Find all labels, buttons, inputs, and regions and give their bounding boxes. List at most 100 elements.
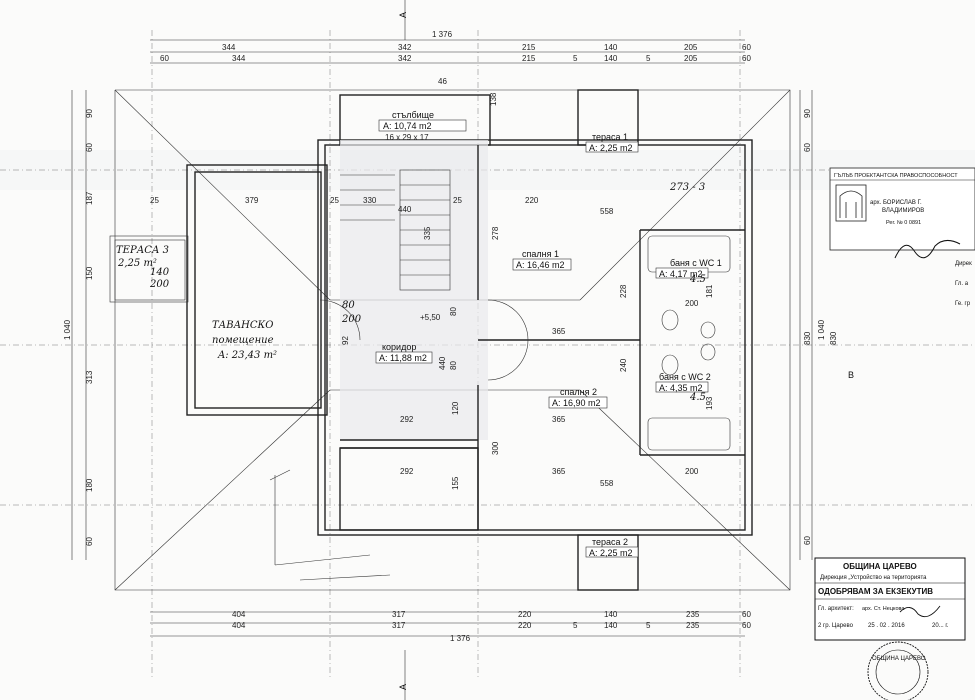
dim-inner-365c: 365	[552, 467, 566, 476]
room-bath1: баня с WC 1 A: 4,17 m2	[655, 258, 722, 279]
dim-inner-80b: 80	[449, 307, 458, 316]
dim-inner-290: 440	[398, 205, 412, 214]
sig-side1: Дирек	[955, 261, 972, 267]
attic-area: A: 23,43 m²	[217, 350, 277, 361]
room-bath2: баня с WC 2 A: 4,35 m2	[655, 372, 711, 393]
dim-bottom2-5: 140	[604, 621, 618, 630]
dim-top2-2: 344	[232, 54, 246, 63]
dim-top2-9: 60	[742, 54, 751, 63]
sig-side3: Ге. гр	[955, 301, 971, 307]
terrace3-name: ТЕРАСА 3	[116, 245, 169, 256]
dim-inner-292b: 292	[400, 467, 414, 476]
dim-bottom2-3: 220	[518, 621, 532, 630]
dim-top-total: 1 376	[432, 30, 453, 39]
room-bedroom1-name: спалня 1	[522, 249, 559, 259]
dim-bottom-4: 140	[604, 610, 618, 619]
dim-top2-6: 140	[604, 54, 618, 63]
building-walls	[114, 89, 753, 591]
dim-inner-92: 240	[619, 358, 628, 372]
stair-flight	[340, 169, 451, 291]
attic-line2: помещение	[212, 335, 274, 346]
dim-inner-558b: 558	[600, 479, 614, 488]
stamp-title: ОБЩИНА ЦАРЕВО	[843, 562, 917, 571]
dim-left-1: 90	[85, 109, 94, 118]
dim-bottom-1: 404	[232, 610, 246, 619]
room-terrace2: тераса 2 A: 2,25 m2	[585, 537, 639, 558]
room-stair-name: стълбище	[392, 110, 434, 120]
sig-header: ГЪЛЪБ ПРОЕКТАНТСКА ПРАВОСПОСОБНОСТ	[834, 173, 958, 179]
room-corridor-name: коридор	[382, 342, 416, 352]
stair-step-spec: 16 x 29 x 17	[385, 133, 429, 142]
stamp-year-suffix: 20... г.	[932, 623, 949, 629]
dim-inner-292a: 292	[400, 415, 414, 424]
room-terrace1: тераса 1 A: 2,25 m2	[585, 132, 639, 153]
dim-inner-46: 46	[438, 77, 447, 86]
dim-top-2: 342	[398, 43, 412, 52]
dim-bottom-total: 1 376	[450, 634, 471, 643]
door-d1: 80	[342, 300, 355, 311]
room-terrace2-area: A: 2,25 m2	[589, 548, 633, 558]
dim-inner-70: 228	[619, 284, 628, 298]
round-seal-text: ОБЩИНА ЦАРЕВО	[872, 656, 926, 662]
dim-bottom-3: 220	[518, 610, 532, 619]
room-corridor: коридор A: 11,88 m2 +5,50	[375, 313, 441, 364]
note-low: 4.5	[689, 392, 706, 403]
room-bedroom1: спалня 1 A: 16,46 m2	[512, 249, 572, 271]
dim-left-6: 180	[85, 478, 94, 492]
inner-dimensions: 379 25 25 330 25 220 558 365 365 365 558…	[150, 77, 714, 490]
dim-inner-330: 330	[363, 196, 377, 205]
dim-left-3: 187	[85, 191, 94, 205]
dim-inner-256: 335	[423, 226, 432, 240]
level-mark: +5,50	[420, 313, 441, 322]
room-bath2-area: A: 4,35 m2	[659, 383, 703, 393]
room-bedroom2: спалня 2 A: 16,90 m2	[548, 387, 608, 409]
dim-inner-440: 92	[341, 336, 350, 345]
dim-inner-138: 138	[489, 92, 498, 106]
stamp-architect-label: Гл. архитект:	[818, 606, 854, 612]
note-mid: 4.5	[689, 274, 706, 285]
room-bath1-name: баня с WC 1	[670, 258, 722, 268]
dim-inner-365a: 365	[552, 327, 566, 336]
left-dimensions: 1 040 90 60 187 150 313 180 60	[63, 90, 94, 560]
dim-bottom-5: 235	[686, 610, 700, 619]
dim-top-1: 344	[222, 43, 236, 52]
bottom-dimensions: 404 317 220 140 235 60 404 317 220 5 140…	[150, 610, 751, 643]
dim-left-total: 1 040	[63, 319, 72, 340]
dim-bottom-6: 60	[742, 610, 751, 619]
dim-top-3: 215	[522, 43, 536, 52]
dim-bottom-2: 317	[392, 610, 406, 619]
dim-top2-5: 5	[573, 54, 578, 63]
dim-inner-25c: 25	[453, 196, 462, 205]
section-mark-top: A	[398, 12, 408, 18]
dim-left-4: 150	[85, 266, 94, 280]
dim-inner-155: 155	[451, 476, 460, 490]
stamp-approve: ОДОБРЯВАМ ЗА ЕКЗЕКУТИВ	[818, 587, 933, 596]
dim-right-4: 60	[803, 536, 812, 545]
stamp-date: 25 . 02 . 2016	[868, 623, 905, 629]
dim-left-7: 60	[85, 537, 94, 546]
dim-bottom2-6: 5	[646, 621, 651, 630]
room-bath1-area: A: 4,17 m2	[659, 269, 703, 279]
terrace3-area: 2,25 m²	[117, 258, 157, 269]
sig-line2: ВЛАДИМИРОВ	[882, 208, 924, 214]
dim-inner-558a: 558	[600, 207, 614, 216]
dim-bottom2-4: 5	[573, 621, 578, 630]
dim-inner-25b: 25	[330, 196, 339, 205]
dim-right-2: 60	[803, 143, 812, 152]
dim-top2-3: 342	[398, 54, 412, 63]
terrace3-d2: 200	[149, 279, 170, 290]
dim-inner-379: 379	[245, 196, 259, 205]
door-d2: 200	[341, 314, 362, 325]
dim-inner-120: 120	[451, 401, 460, 415]
handwritten-notes: ТЕРАСА 3 2,25 m² 140 200 ТАВАНСКО помеще…	[109, 182, 706, 581]
terrace3-d1: 140	[150, 267, 170, 278]
dim-inner-365b: 365	[552, 415, 566, 424]
section-mark-bottom: A	[398, 684, 408, 690]
room-stair-area: A: 10,74 m2	[383, 121, 432, 131]
sig-reg: Рег. № 0 0891	[886, 220, 921, 226]
top-dimensions: 1 376 344 342 215 140 205 60 60 344 342 …	[150, 30, 751, 64]
section-mark-right: B	[848, 370, 854, 380]
room-bath2-name: баня с WC 2	[659, 372, 711, 382]
stamp-directorate: Дирекция „Устройство на територията	[820, 574, 927, 581]
dim-top2-7: 5	[646, 54, 651, 63]
